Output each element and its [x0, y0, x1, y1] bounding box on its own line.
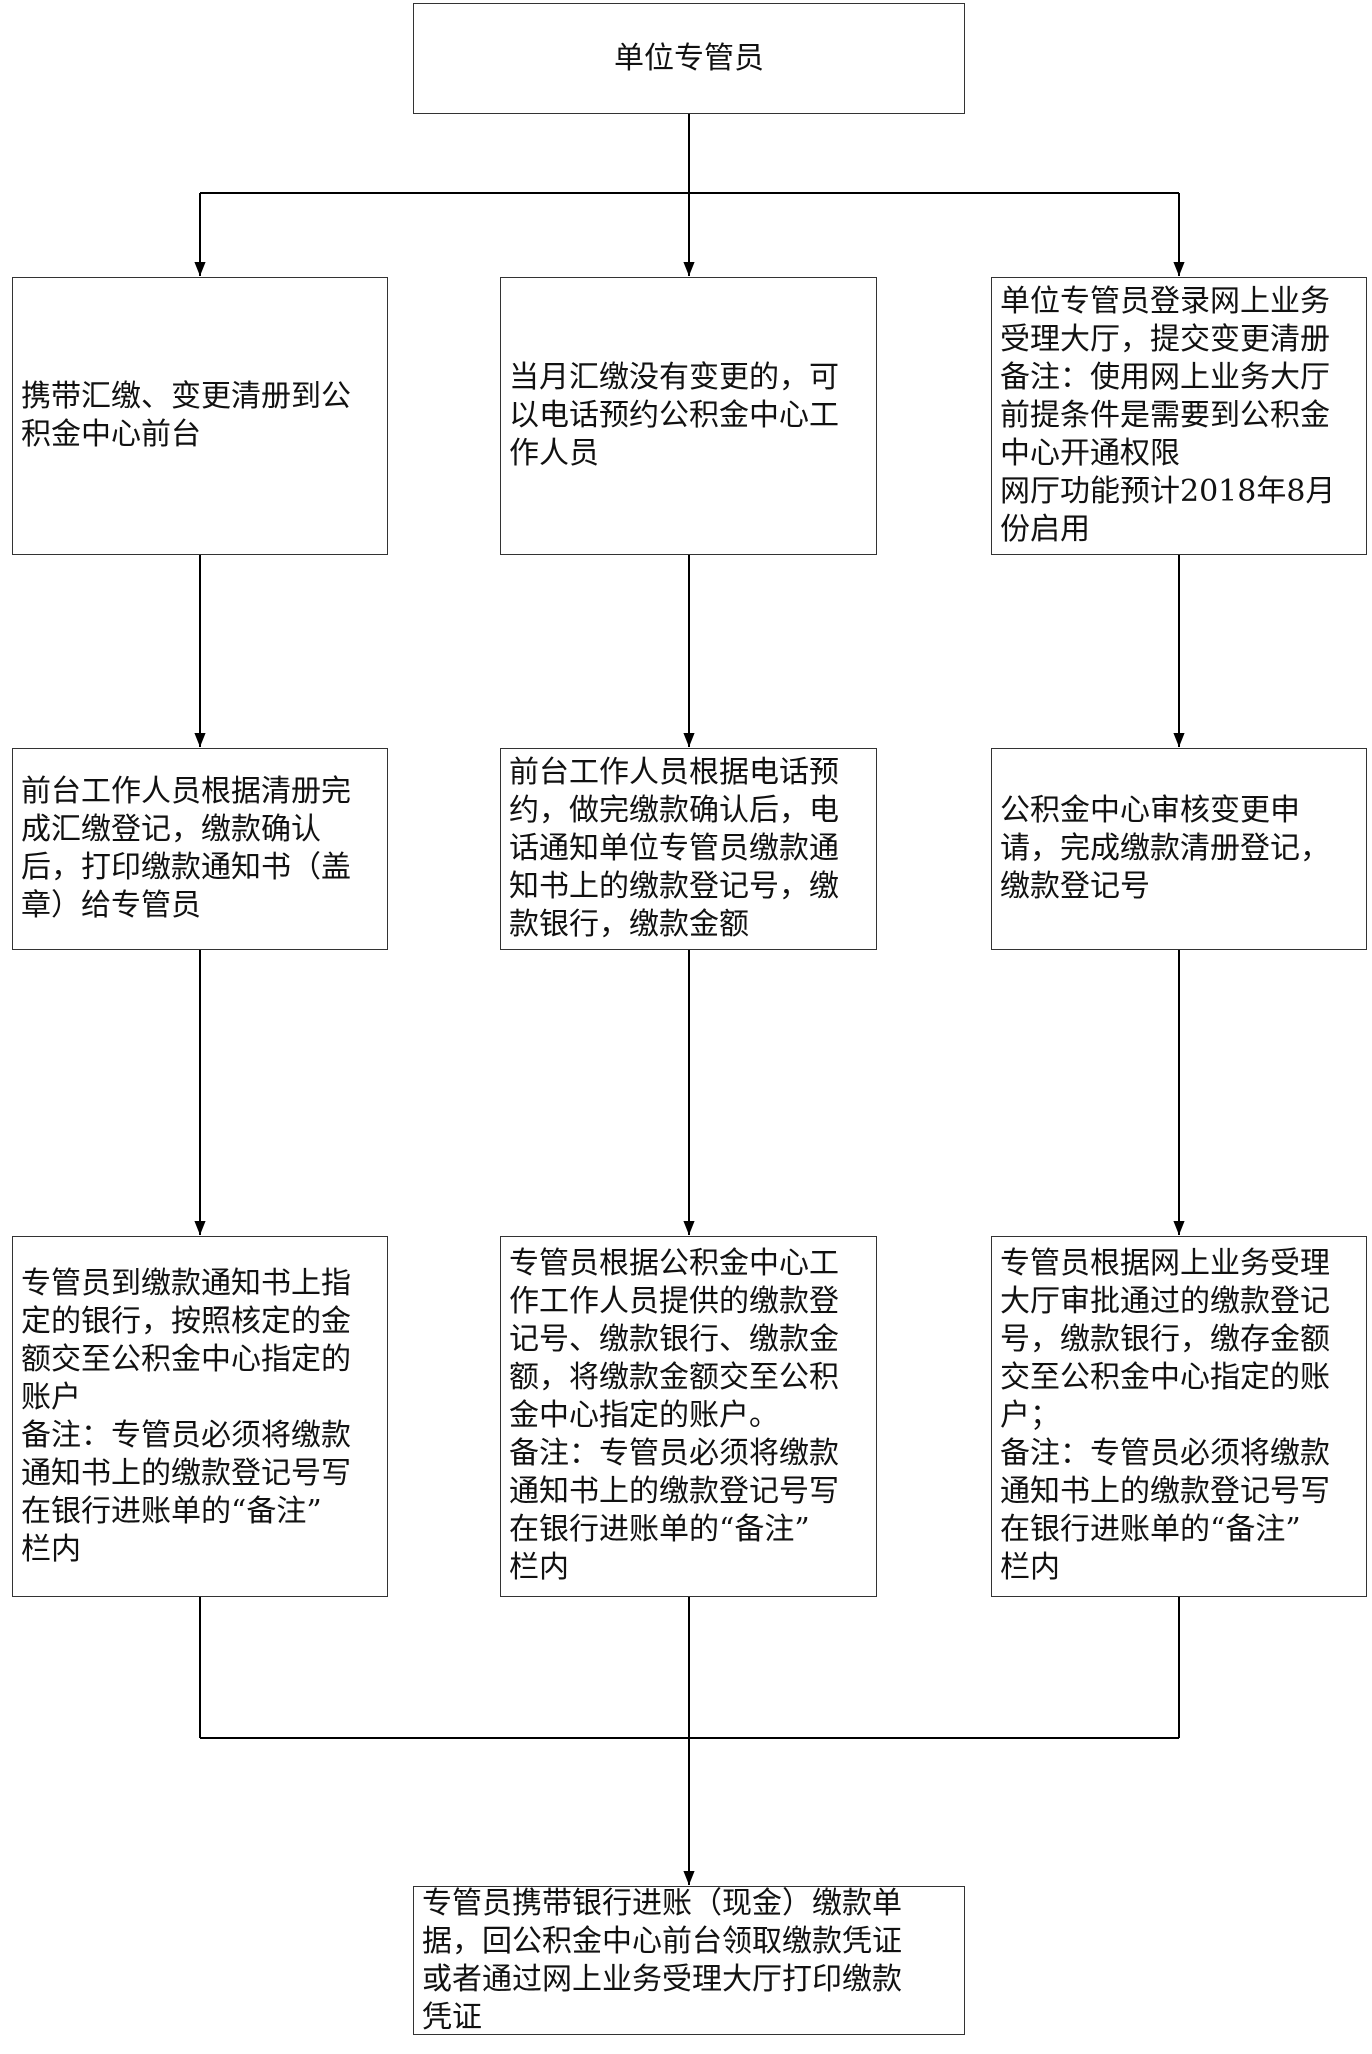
node-text-line: 据，回公积金中心前台领取缴款凭证 — [422, 1923, 902, 1959]
col3-step2-node: 公积金中心审核变更申请，完成缴款清册登记，缴款登记号 — [991, 748, 1367, 950]
node-text-line: 号，缴款银行，缴存金额 — [1000, 1322, 1330, 1357]
node-text-line: 公积金中心审核变更申 — [1000, 793, 1300, 828]
col2-step1-node: 当月汇缴没有变更的，可以电话预约公积金中心工作人员 — [500, 277, 877, 555]
node-text-line: 章）给专管员 — [21, 888, 201, 923]
node-text-line: 交至公积金中心指定的账 — [1000, 1360, 1330, 1395]
node-text-line: 专管员根据网上业务受理 — [1000, 1246, 1330, 1281]
node-text-line: 凭证 — [422, 1999, 482, 2035]
node-text-line: 话通知单位专管员缴款通 — [509, 831, 839, 866]
node-text-line: 前台工作人员根据电话预 — [509, 755, 839, 790]
node-text-line: 定的银行，按照核定的金 — [21, 1303, 351, 1339]
node-text-line: 携带汇缴、变更清册到公 — [21, 379, 351, 414]
node-text-line: 前提条件是需要到公积金 — [1000, 398, 1330, 433]
node-text-line: 备注：专管员必须将缴款 — [1000, 1436, 1330, 1471]
node-text-line: 栏内 — [21, 1531, 81, 1567]
col3-step1-node: 单位专管员登录网上业务受理大厅，提交变更清册备注：使用网上业务大厅前提条件是需要… — [991, 277, 1367, 555]
node-text-line: 网厅功能预计2018年8月 — [1000, 474, 1336, 509]
col2-step3-node: 专管员根据公积金中心工作工作人员提供的缴款登记号、缴款银行、缴款金额，将缴款金额… — [500, 1236, 877, 1597]
node-text-line: 后，打印缴款通知书（盖 — [21, 850, 351, 885]
node-text-line: 专管员根据公积金中心工 — [509, 1246, 839, 1281]
node-text-line: 额，将缴款金额交至公积 — [509, 1360, 839, 1395]
node-text-line: 户； — [1000, 1398, 1060, 1433]
node-text-line: 知书上的缴款登记号，缴 — [509, 869, 839, 904]
node-text-line: 中心开通权限 — [1000, 436, 1180, 471]
node-text-line: 款银行，缴款金额 — [509, 907, 749, 942]
node-text-line: 专管员携带银行进账（现金）缴款单 — [422, 1885, 902, 1921]
node-text-line: 作人员 — [509, 436, 599, 471]
node-text-line: 作工作人员提供的缴款登 — [509, 1284, 839, 1319]
node-text-line: 以电话预约公积金中心工 — [509, 398, 839, 433]
node-text-line: 份启用 — [1000, 512, 1090, 547]
start-node: 单位专管员 — [413, 3, 965, 114]
col1-step2-node: 前台工作人员根据清册完成汇缴登记，缴款确认后，打印缴款通知书（盖章）给专管员 — [12, 748, 388, 950]
node-text-line: 专管员到缴款通知书上指 — [21, 1265, 351, 1301]
node-text-line: 请，完成缴款清册登记， — [1000, 831, 1330, 866]
col2-step2-node: 前台工作人员根据电话预约，做完缴款确认后，电话通知单位专管员缴款通知书上的缴款登… — [500, 748, 877, 950]
node-text-line: 约，做完缴款确认后，电 — [509, 793, 839, 828]
node-text-line: 大厅审批通过的缴款登记 — [1000, 1284, 1330, 1319]
node-text-line: 额交至公积金中心指定的 — [21, 1341, 351, 1377]
node-text-line: 备注：使用网上业务大厅 — [1000, 360, 1330, 395]
node-text-line: 通知书上的缴款登记号写 — [509, 1474, 839, 1509]
end-node: 专管员携带银行进账（现金）缴款单据，回公积金中心前台领取缴款凭证或者通过网上业务… — [413, 1886, 965, 2035]
node-text-line: 前台工作人员根据清册完 — [21, 774, 351, 809]
node-text-line: 栏内 — [509, 1550, 569, 1585]
node-text-line: 单位专管员登录网上业务 — [1000, 284, 1330, 319]
col1-step3-node: 专管员到缴款通知书上指定的银行，按照核定的金额交至公积金中心指定的账户备注：专管… — [12, 1236, 388, 1597]
col3-step3-node: 专管员根据网上业务受理大厅审批通过的缴款登记号，缴款银行，缴存金额交至公积金中心… — [991, 1236, 1367, 1597]
node-text-line: 金中心指定的账户。 — [509, 1398, 779, 1433]
node-text-line: 栏内 — [1000, 1550, 1060, 1585]
node-text-line: 备注：专管员必须将缴款 — [509, 1436, 839, 1471]
node-text-line: 记号、缴款银行、缴款金 — [509, 1322, 839, 1357]
node-text-line: 成汇缴登记，缴款确认 — [21, 812, 321, 847]
node-text-line: 或者通过网上业务受理大厅打印缴款 — [422, 1961, 902, 1997]
node-text-line: 受理大厅，提交变更清册 — [1000, 322, 1330, 357]
node-text-line: 在银行进账单的“备注” — [509, 1512, 810, 1547]
node-text-line: 通知书上的缴款登记号写 — [21, 1455, 351, 1491]
node-text-line: 单位专管员 — [614, 40, 764, 76]
node-text-line: 积金中心前台 — [21, 417, 201, 452]
node-text-line: 当月汇缴没有变更的，可 — [509, 360, 839, 395]
col1-step1-node: 携带汇缴、变更清册到公积金中心前台 — [12, 277, 388, 555]
node-text-line: 账户 — [21, 1379, 81, 1415]
node-text-line: 在银行进账单的“备注” — [1000, 1512, 1301, 1547]
node-text-line: 备注：专管员必须将缴款 — [21, 1417, 351, 1453]
node-text-line: 在银行进账单的“备注” — [21, 1493, 322, 1529]
node-text-line: 缴款登记号 — [1000, 869, 1150, 904]
node-text-line: 通知书上的缴款登记号写 — [1000, 1474, 1330, 1509]
